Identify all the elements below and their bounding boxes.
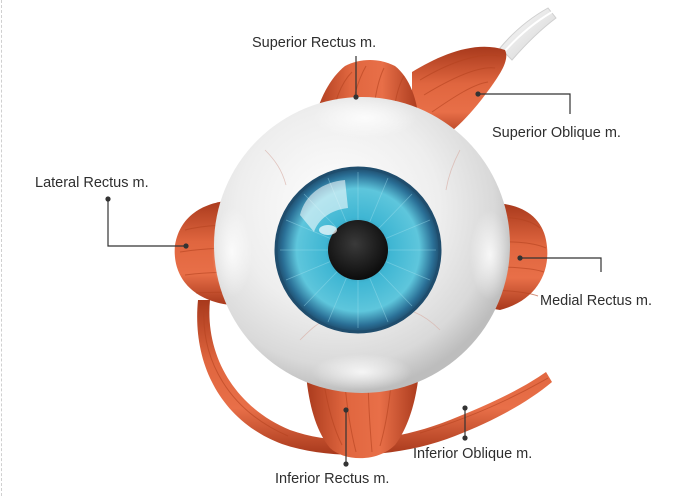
inferior-insertion-fade xyxy=(312,354,412,390)
label-medial-rectus: Medial Rectus m. xyxy=(540,294,652,309)
pupil xyxy=(328,220,388,280)
superior-insertion-fade xyxy=(313,98,417,138)
cornea-glint xyxy=(319,225,337,235)
label-lateral-rectus: Lateral Rectus m. xyxy=(35,176,149,191)
leader-superior-oblique xyxy=(478,94,570,114)
label-inferior-oblique: Inferior Oblique m. xyxy=(413,447,532,462)
label-inferior-rectus: Inferior Rectus m. xyxy=(275,472,389,487)
lateral-insertion-fade xyxy=(212,207,252,297)
medial-insertion-fade xyxy=(470,210,510,300)
superior-oblique-tendon xyxy=(500,8,556,60)
leader-lateral-rectus xyxy=(108,199,186,246)
label-superior-oblique: Superior Oblique m. xyxy=(492,126,621,141)
label-superior-rectus: Superior Rectus m. xyxy=(252,36,376,51)
